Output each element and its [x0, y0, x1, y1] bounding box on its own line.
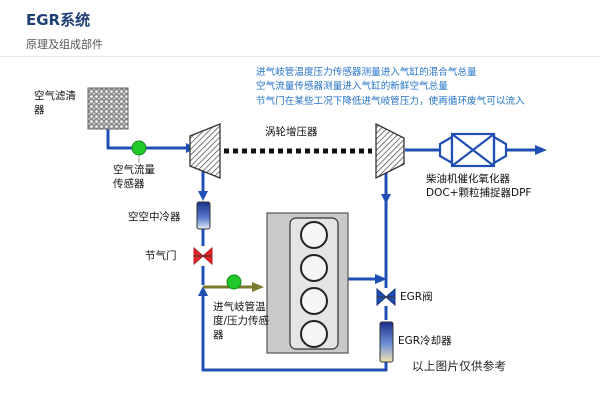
maf-sensor [131, 140, 147, 156]
watermark-text: 以上图片仅供参考 [412, 359, 507, 373]
maf-sensor-label: 空气流量传感器 [113, 164, 155, 190]
note-line-2: 空气流量传感器测量进入气缸的新鲜空气总量 [256, 81, 448, 93]
arrow-into-intercooler [198, 191, 208, 201]
cylinder-1 [300, 221, 328, 249]
air-filter-label: 空气滤清器 [34, 90, 76, 116]
egr-cooler [379, 321, 394, 363]
compressor [189, 123, 221, 179]
throttle-valve [193, 246, 213, 266]
intake-pipes [106, 129, 205, 285]
turbo-label: 涡轮增压器 [265, 126, 318, 138]
arrow-egr-return-up [198, 286, 208, 296]
page-subtitle: 原理及组成部件 [26, 38, 103, 51]
air-filter [87, 87, 129, 130]
cylinder-3 [300, 287, 328, 315]
throttle-label: 节气门 [145, 250, 177, 262]
engine-block [266, 212, 349, 354]
turbine [375, 122, 405, 180]
aftertreatment-unit [438, 132, 508, 168]
egr-cooler-label: EGR冷却器 [398, 335, 452, 347]
pipe-filter-to-maf [106, 129, 136, 150]
intercooler [196, 201, 211, 230]
aftertreatment-label-1: 柴油机催化氧化器 [426, 173, 510, 185]
note-line-1: 进气岐管温度压力传感器测量进入气缸的混合气总量 [256, 67, 477, 78]
egr-valve [376, 287, 396, 307]
notes-block: 进气岐管温度压力传感器测量进入气缸的混合气总量 空气流量传感器测量进入气缸的新鲜… [256, 66, 525, 109]
map-sensor [226, 274, 242, 290]
egr-valve-label: EGR阀 [400, 291, 433, 303]
arrow-to-engine-from-egr [375, 274, 387, 284]
note-line-3: 节气门在某些工况下降低进气岐管压力，使再循环废气可以流入 [256, 95, 525, 107]
cylinder-4 [300, 320, 328, 348]
pipe-egr-return [201, 290, 388, 372]
egr-loop-pipes [201, 168, 388, 372]
aftertreatment-label-2: DOC+颗粒捕捉器DPF [426, 187, 532, 199]
arrow-down-to-egr-valve [381, 194, 391, 204]
arrow-exhaust-out [535, 145, 547, 155]
header-divider [0, 56, 600, 57]
intercooler-label: 空空中冷器 [128, 211, 181, 223]
map-sensor-label: 进气岐管温度/压力传感器 [213, 301, 270, 341]
page-title: EGR系统 [26, 11, 91, 29]
cylinder-2 [300, 254, 328, 282]
arrow-into-engine [252, 282, 264, 292]
